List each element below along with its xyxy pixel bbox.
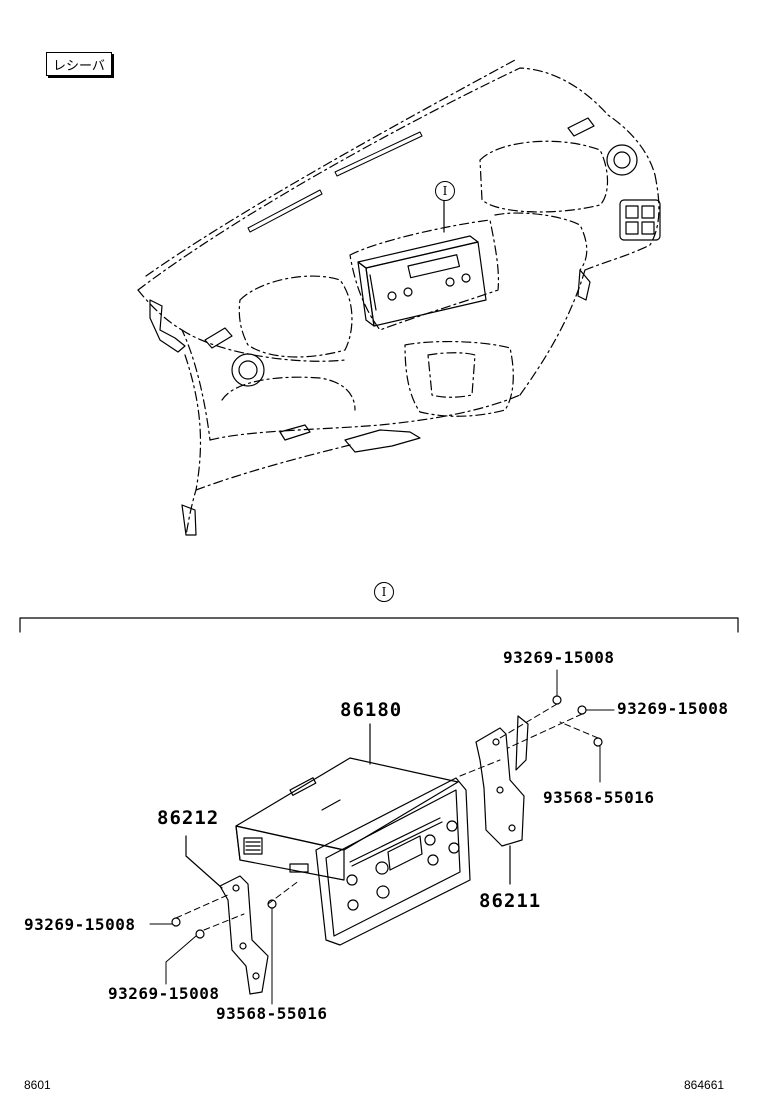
defrost-vents bbox=[247, 131, 423, 233]
ref-marker-dash: Ⅰ bbox=[435, 181, 455, 201]
bracket-right bbox=[475, 715, 529, 885]
switch-panel bbox=[619, 199, 661, 241]
lower-trim bbox=[181, 424, 421, 536]
label-screw-right-mid: 93269-15008 bbox=[617, 699, 729, 718]
label-bolt-left: 93568-55016 bbox=[216, 1004, 328, 1023]
dash-brackets bbox=[149, 269, 591, 353]
group-bracket bbox=[19, 617, 739, 633]
section-tag: レシーバ bbox=[46, 52, 112, 76]
label-bracket-right: 86211 bbox=[479, 890, 542, 912]
footer-left-code: 8601 bbox=[24, 1078, 51, 1092]
assembly-lines bbox=[175, 703, 599, 931]
footer-right-code: 864661 bbox=[684, 1078, 725, 1092]
label-receiver: 86180 bbox=[340, 699, 403, 721]
air-vents bbox=[204, 117, 638, 387]
leader-lines bbox=[149, 669, 615, 1005]
receiver-unit bbox=[235, 723, 471, 946]
label-screw-right-top: 93269-15008 bbox=[503, 648, 615, 667]
ref-marker-group: Ⅰ bbox=[374, 582, 394, 602]
label-bolt-right: 93568-55016 bbox=[543, 788, 655, 807]
label-screw-left-top: 93269-15008 bbox=[24, 915, 136, 934]
bracket-left bbox=[185, 835, 269, 995]
label-screw-left-bottom: 93269-15008 bbox=[108, 984, 220, 1003]
installed-receiver bbox=[357, 191, 487, 327]
label-bracket-left: 86212 bbox=[157, 807, 220, 829]
dashboard-outline bbox=[137, 59, 660, 536]
